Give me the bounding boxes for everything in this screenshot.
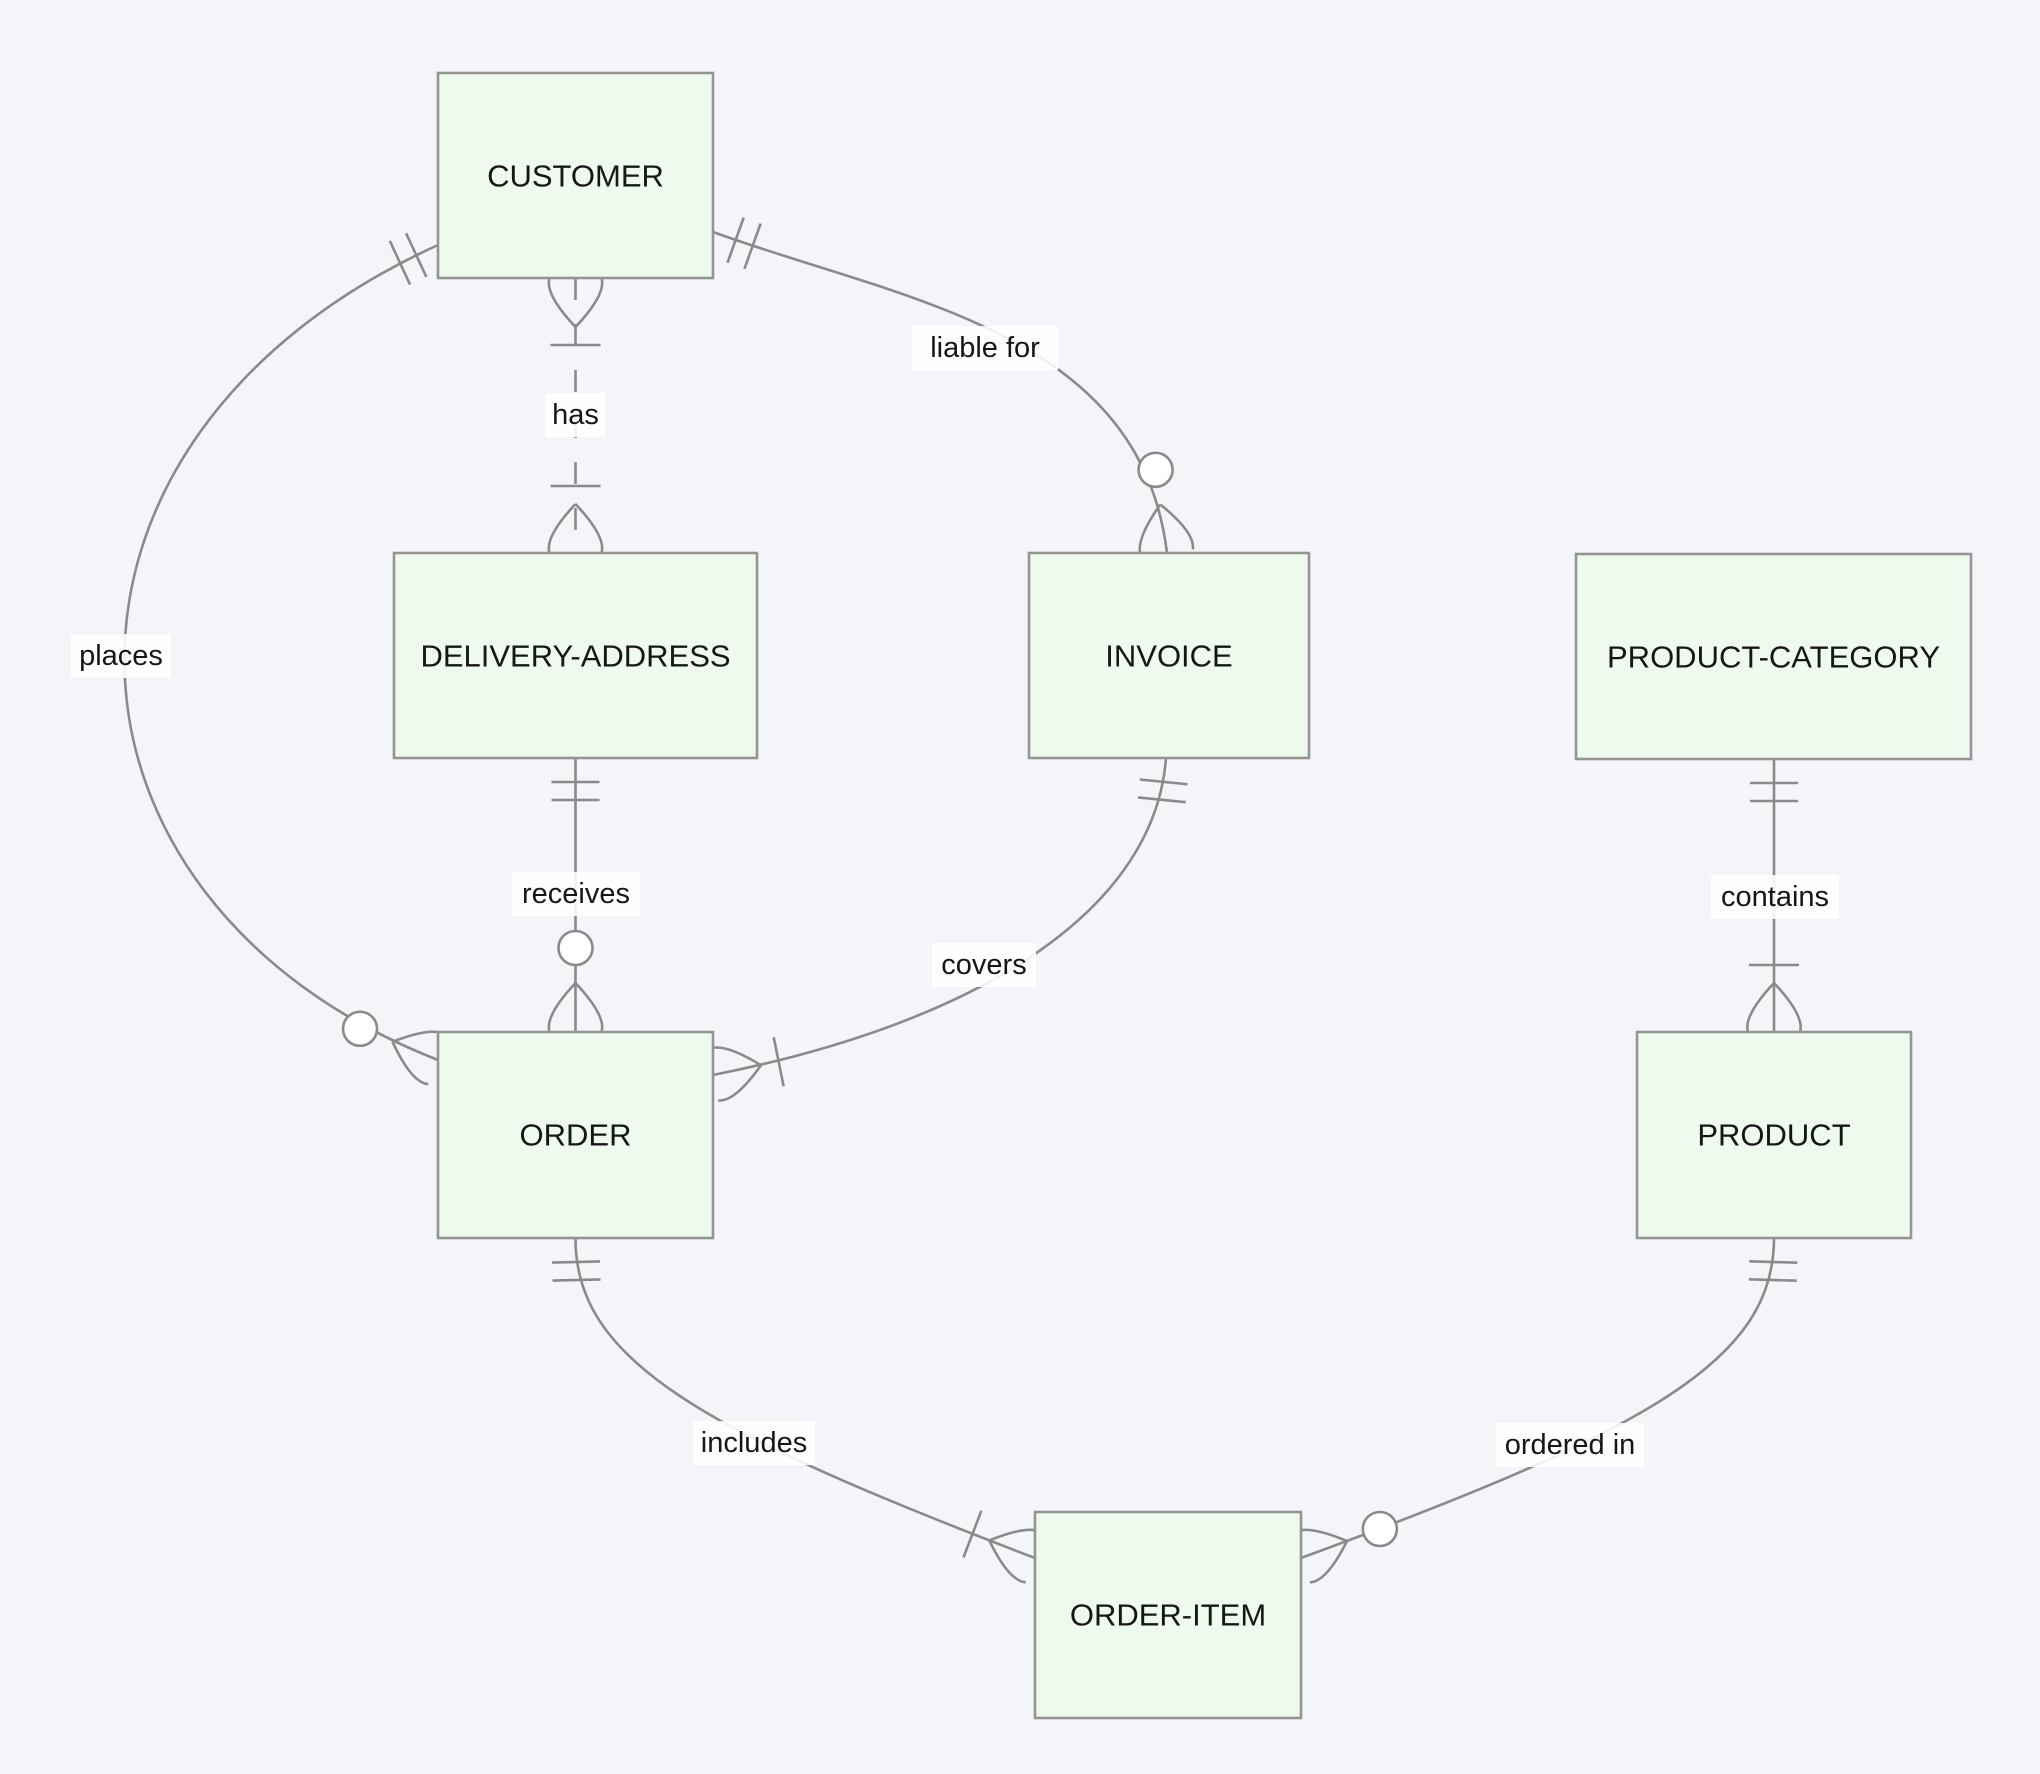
label-background xyxy=(1496,1423,1644,1467)
relationship-line-ordered-in xyxy=(1300,1237,1776,1560)
cardinality-marker-has-from-one-or-many xyxy=(547,277,604,347)
entity-box xyxy=(436,1030,715,1240)
cardinality-marker-receives-from-exactly-one xyxy=(551,780,600,802)
entity-order-item: ORDER-ITEM xyxy=(1033,1510,1303,1720)
cardinality-marker-contains-from-exactly-one xyxy=(1750,781,1798,803)
cardinality-marker-liable_for-to-zero-or-many xyxy=(1137,451,1195,558)
label-background xyxy=(932,943,1036,987)
cardinality-marker-covers-from-exactly-one xyxy=(1137,778,1188,804)
cardinality-marker-places-to-zero-or-many xyxy=(341,1010,449,1086)
label-text: covers xyxy=(941,949,1026,981)
cardinality-marker-places-from-exactly-one xyxy=(388,232,428,285)
relationship-lines xyxy=(123,230,1776,1560)
entity-product-category: PRODUCT-CATEGORY xyxy=(1574,552,1973,761)
cardinality-markers xyxy=(341,217,1802,1584)
relationship-labels: places has liable for receives covers co… xyxy=(71,326,1839,1467)
cardinality-marker-ordered_in-to-zero-or-many xyxy=(1291,1510,1399,1584)
entity-name: PRODUCT xyxy=(1697,1118,1850,1153)
label-text: includes xyxy=(701,1427,807,1459)
relationship-line-places xyxy=(123,243,439,1062)
entity-name: CUSTOMER xyxy=(487,159,664,194)
relationship-label-receives: receives xyxy=(512,872,640,916)
entity-box xyxy=(436,71,715,280)
cardinality-marker-contains-to-one-or-many xyxy=(1746,963,1802,1033)
entity-box xyxy=(1574,552,1973,761)
label-text: receives xyxy=(522,878,630,910)
entity-name: INVOICE xyxy=(1105,639,1232,674)
label-text: contains xyxy=(1721,881,1829,913)
cardinality-marker-ordered_in-from-exactly-one xyxy=(1748,1260,1798,1282)
entity-order: ORDER xyxy=(436,1030,715,1240)
entity-box xyxy=(1635,1030,1913,1240)
label-background xyxy=(512,872,640,916)
relationship-label-places: places xyxy=(71,634,171,678)
relationship-line-liable-for xyxy=(712,230,1169,554)
label-background xyxy=(912,326,1058,370)
entity-name: PRODUCT-CATEGORY xyxy=(1607,640,1940,675)
label-background xyxy=(1711,875,1839,919)
label-text: has xyxy=(552,399,599,431)
relationship-label-liable-for: liable for xyxy=(912,326,1058,370)
cardinality-marker-includes-from-exactly-one xyxy=(552,1260,601,1282)
entity-box xyxy=(392,551,759,760)
label-background xyxy=(71,634,171,678)
cardinality-marker-receives-to-zero-or-many xyxy=(547,929,604,1033)
relationship-label-covers: covers xyxy=(932,943,1036,987)
relationship-label-contains: contains xyxy=(1711,875,1839,919)
entity-name: DELIVERY-ADDRESS xyxy=(420,639,730,674)
entity-invoice: INVOICE xyxy=(1027,551,1311,760)
entity-box xyxy=(1027,551,1311,760)
entity-name: ORDER-ITEM xyxy=(1070,1598,1266,1633)
label-text: ordered in xyxy=(1505,1429,1636,1461)
cardinality-marker-has-to-one-or-many xyxy=(547,484,604,554)
entity-name: ORDER xyxy=(520,1118,632,1153)
label-text: liable for xyxy=(930,332,1040,364)
relationship-line-covers xyxy=(712,757,1168,1077)
label-background xyxy=(693,1421,815,1465)
entity-product: PRODUCT xyxy=(1635,1030,1913,1240)
relationship-line-includes xyxy=(574,1237,1036,1560)
label-background xyxy=(545,393,606,437)
cardinality-marker-liable_for-from-exactly-one xyxy=(726,217,762,270)
relationship-label-ordered-in: ordered in xyxy=(1496,1423,1644,1467)
relationship-label-includes: includes xyxy=(693,1421,815,1465)
entities: CUSTOMER DELIVERY-ADDRESS INVOICE PRODUC… xyxy=(392,71,1973,1720)
entity-customer: CUSTOMER xyxy=(436,71,715,280)
entity-delivery-address: DELIVERY-ADDRESS xyxy=(392,551,759,760)
label-text: places xyxy=(79,640,163,672)
relationship-label-has: has xyxy=(545,393,606,437)
entity-box xyxy=(1033,1510,1303,1720)
